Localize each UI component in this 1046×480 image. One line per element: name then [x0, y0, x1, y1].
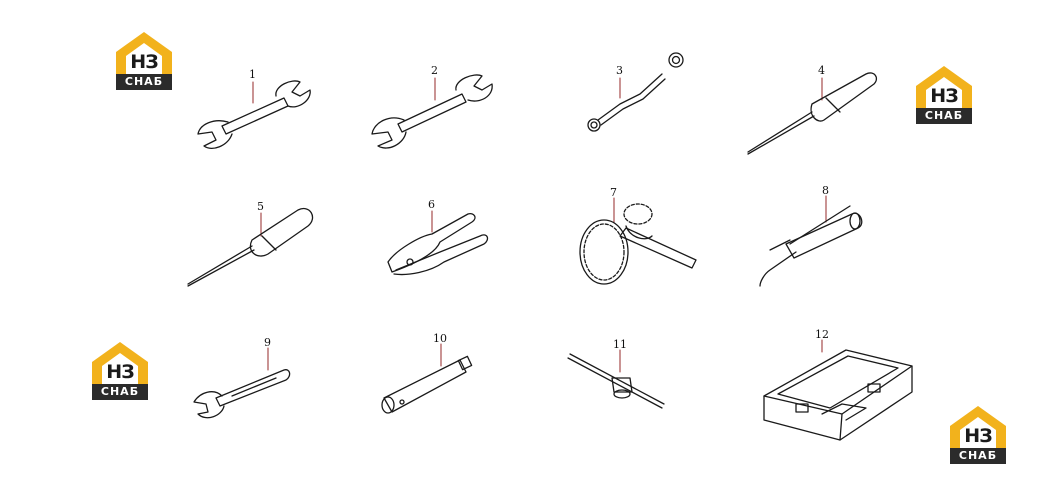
part-number-8: 8: [822, 184, 829, 197]
house-logo-icon: [950, 406, 1006, 464]
logo-wordmark: СНАБ: [124, 75, 164, 88]
house-logo-icon: [92, 342, 148, 400]
tool-4-screwdriver-icon: [747, 72, 878, 155]
tool-12-tool-case-icon: [763, 349, 913, 441]
tool-10-socket-extension-icon: [381, 355, 473, 414]
part-number-4: 4: [818, 64, 825, 77]
tool-5-screwdriver-icon: [187, 207, 314, 287]
house-logo-icon: [916, 66, 972, 124]
part-number-6: 6: [428, 198, 435, 211]
part-number-11: 11: [613, 338, 627, 351]
part-number-9: 9: [264, 336, 271, 349]
logo-wordmark: СНАБ: [958, 449, 998, 462]
part-number-5: 5: [257, 200, 264, 213]
brand-logo: НЗ СНАБ: [946, 404, 1010, 466]
logo-letters: НЗ: [106, 361, 134, 383]
tool-8-grease-gun-icon: [759, 205, 863, 287]
part-number-1: 1: [249, 68, 256, 81]
brand-logo: НЗ СНАБ: [112, 30, 176, 92]
brand-logo: НЗ СНАБ: [88, 340, 152, 402]
tool-3-offset-box-wrench-icon: [587, 52, 684, 132]
logo-letters: НЗ: [130, 51, 158, 73]
tool-1-open-end-wrench-icon: [197, 80, 311, 149]
tool-2-open-end-wrench-icon: [371, 74, 493, 149]
tool-9-adjustable-wrench-icon: [193, 369, 291, 419]
leader-lines: [252, 77, 827, 373]
part-number-10: 10: [433, 332, 447, 345]
logo-letters: НЗ: [964, 425, 992, 447]
logo-letters: НЗ: [930, 85, 958, 107]
tool-11-t-handle-wrench-icon: [567, 353, 665, 409]
part-number-7: 7: [610, 186, 617, 199]
house-logo-icon: [116, 32, 172, 90]
logo-wordmark: СНАБ: [924, 109, 964, 122]
part-number-12: 12: [815, 328, 829, 341]
logo-wordmark: СНАБ: [100, 385, 140, 398]
part-number-2: 2: [431, 64, 438, 77]
tool-7-chain-filter-wrench-icon: [579, 203, 697, 285]
tool-6-pliers-icon: [387, 212, 489, 276]
brand-logo: НЗ СНАБ: [912, 64, 976, 126]
part-number-3: 3: [616, 64, 623, 77]
